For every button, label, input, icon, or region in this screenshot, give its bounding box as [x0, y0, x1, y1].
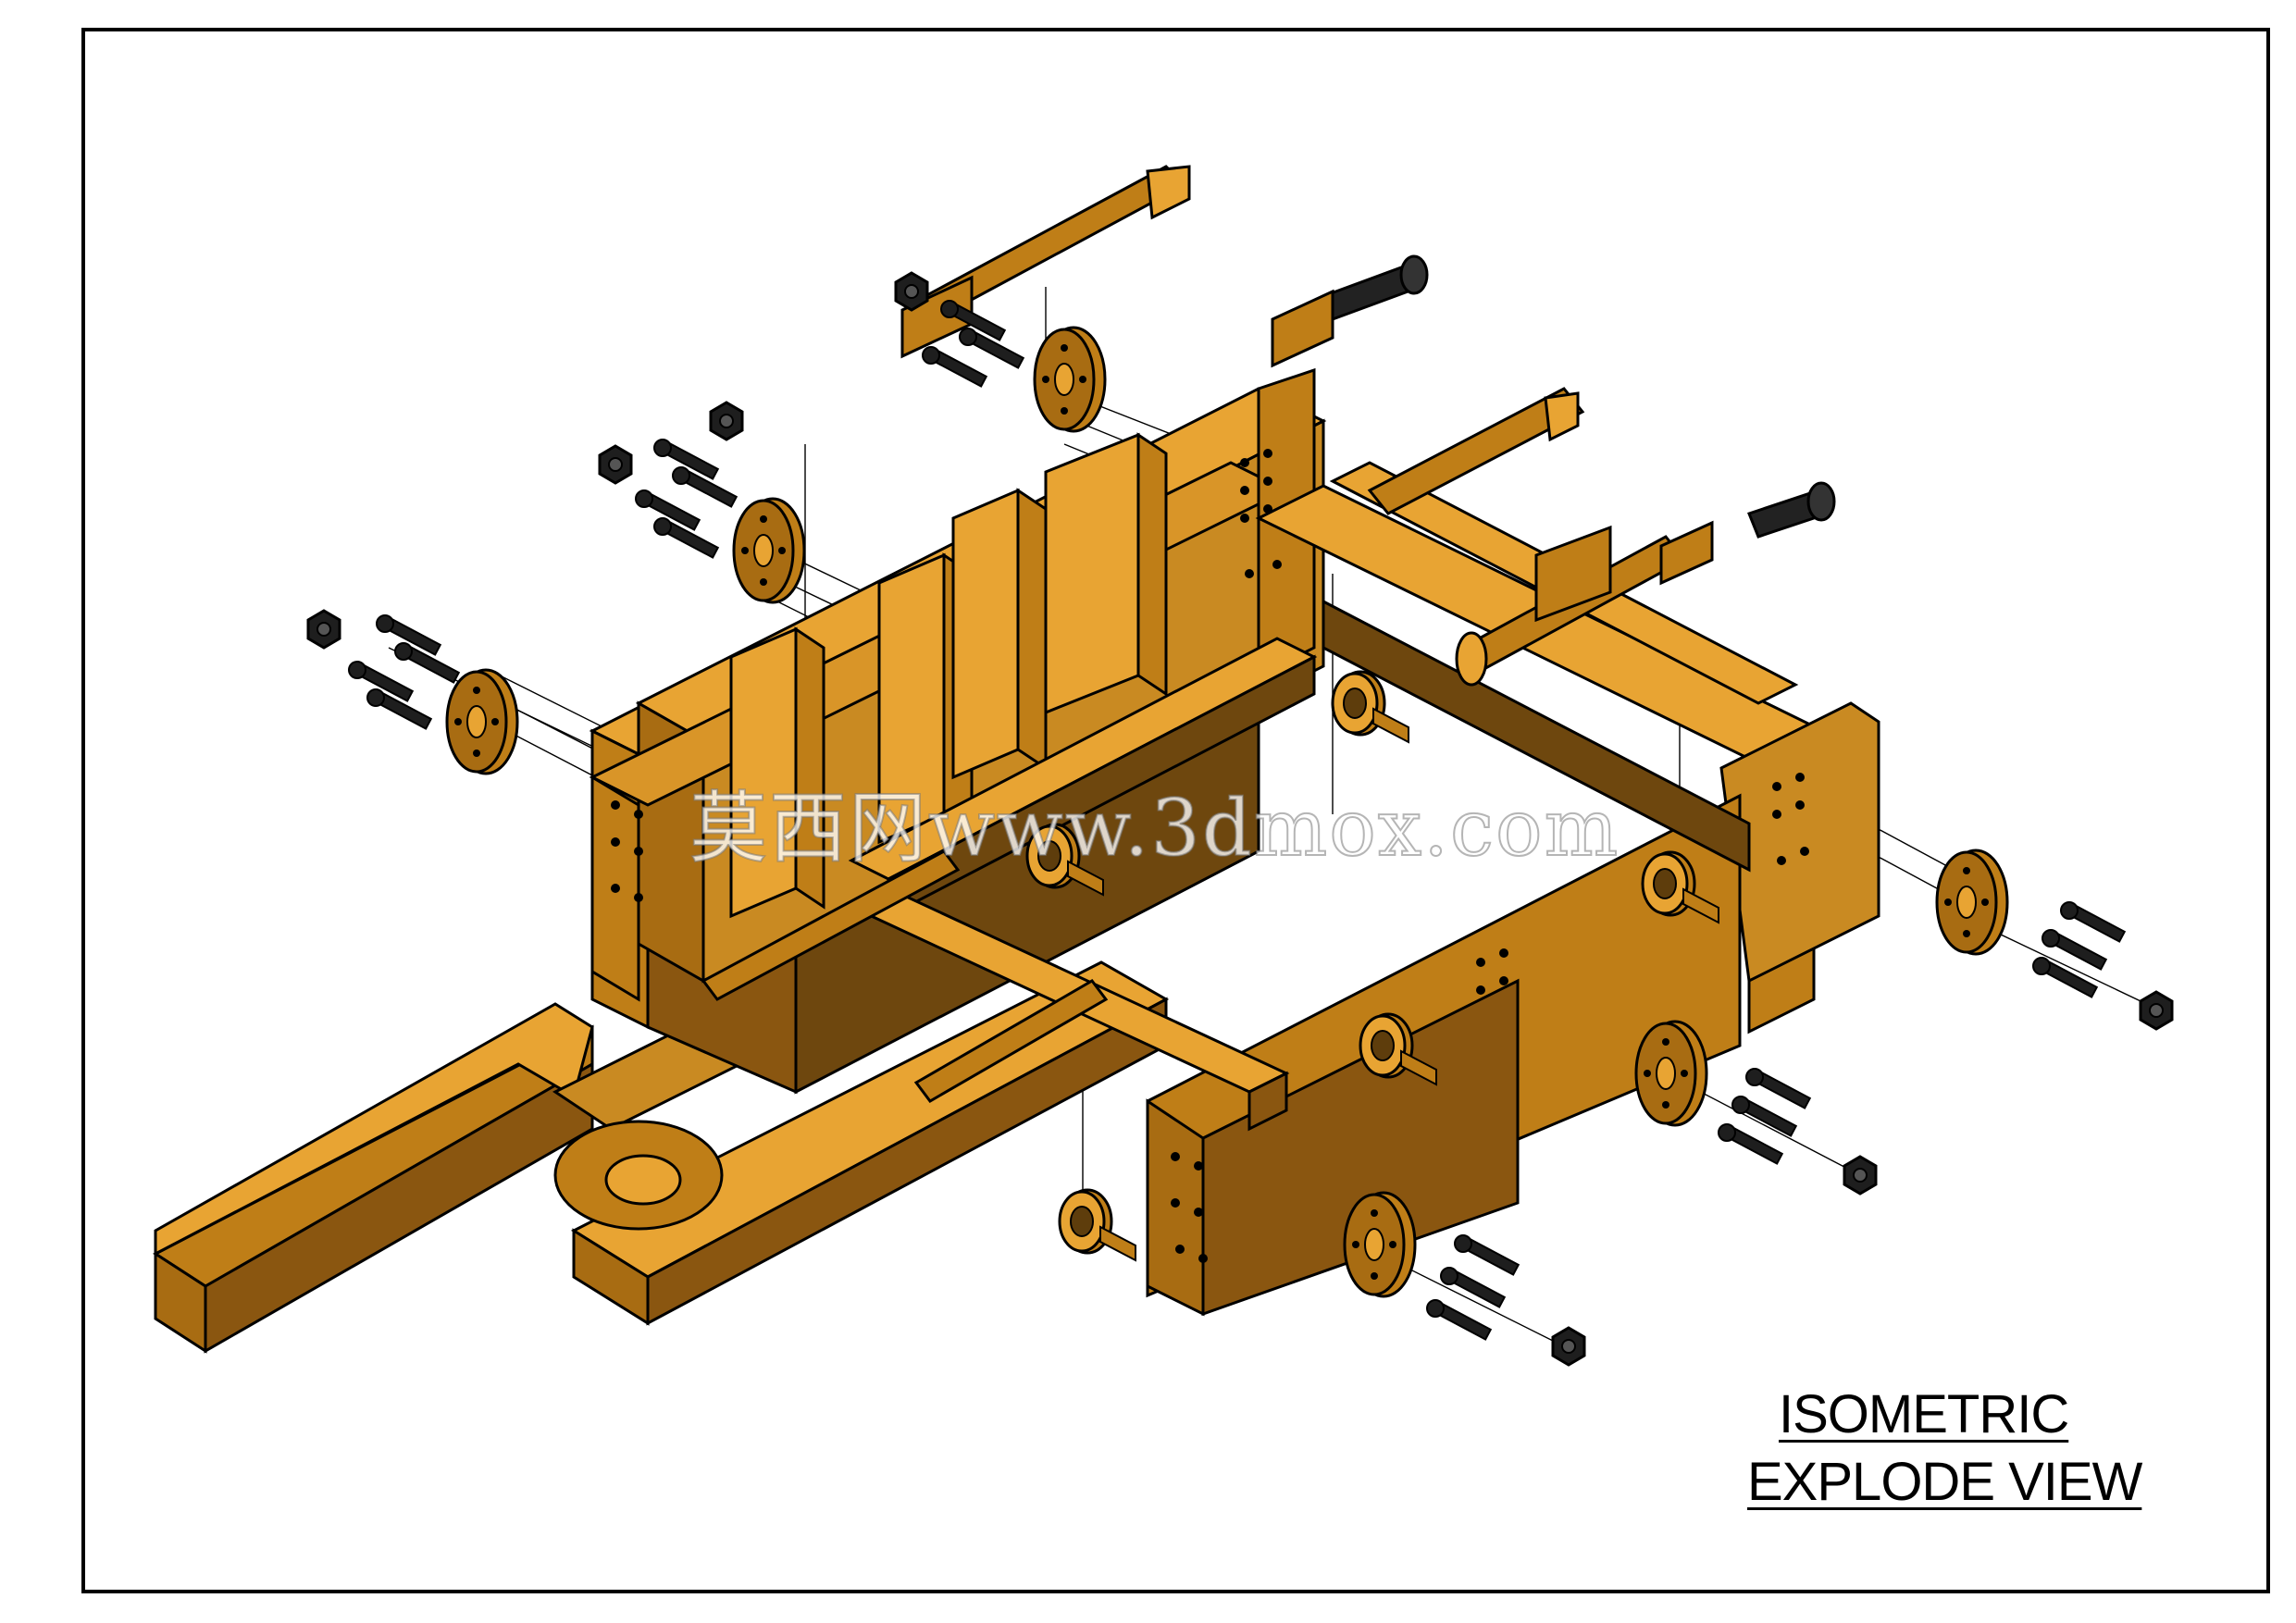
view-title-line1: ISOMETRIC	[1779, 1384, 2069, 1444]
bolt-icon	[2032, 957, 2098, 998]
main-housing	[589, 387, 1327, 984]
nut-icon	[2139, 990, 2174, 1031]
shafts	[701, 165, 1687, 1103]
flange-icon	[445, 668, 519, 775]
flange-icon	[1935, 849, 2009, 956]
bolt-icon	[922, 346, 987, 388]
main-beam	[153, 1002, 594, 1354]
flange-icon	[1033, 326, 1107, 433]
nut-icon	[598, 444, 633, 485]
nut-icon	[709, 401, 744, 441]
view-title-line2: EXPLODE VIEW	[1747, 1452, 2142, 1512]
nut-icon	[1843, 1155, 1878, 1196]
flange-icon	[1343, 1191, 1417, 1298]
nut-icon	[1551, 1326, 1586, 1367]
flange-icon	[732, 497, 806, 604]
bolt-icon	[1745, 1068, 1811, 1109]
bolt-icon	[2060, 901, 2126, 943]
pin-icon	[1747, 481, 1836, 539]
bolt-icon	[1426, 1299, 1492, 1341]
nut-icon	[306, 609, 341, 650]
drawing-border	[81, 28, 2270, 1593]
nut-icon	[894, 271, 929, 312]
flange-icon	[1634, 1020, 1708, 1127]
watermark: 莫西网www.3dmox.com	[689, 782, 1620, 874]
pin-icon	[1322, 254, 1429, 321]
